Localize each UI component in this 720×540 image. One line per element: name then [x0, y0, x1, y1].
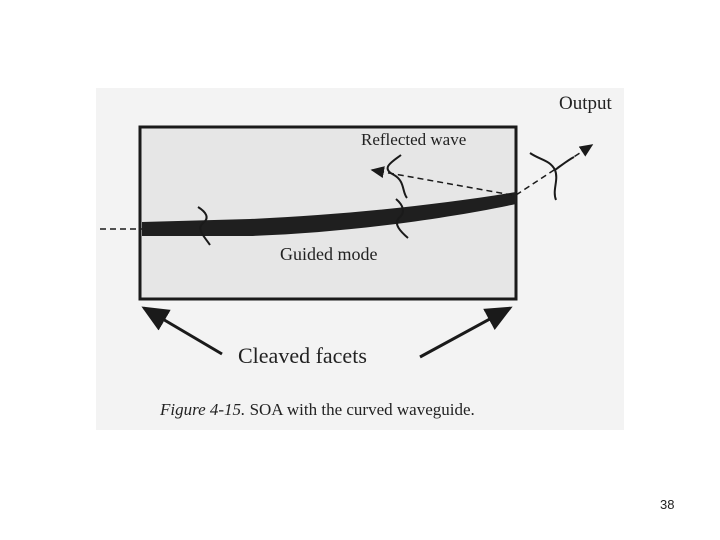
curved-waveguide: [142, 192, 516, 236]
figure-caption: Figure 4-15. SOA with the curved wavegui…: [160, 400, 475, 420]
figure-reference: Figure 4-15.: [160, 400, 246, 419]
output-label: Output: [559, 93, 612, 114]
guided-wave-packet-left: [197, 206, 211, 246]
cleaved-facet-arrow-left: [141, 306, 223, 356]
reflected-wave-label: Reflected wave: [361, 130, 467, 149]
guided-mode-label: Guided mode: [280, 244, 378, 264]
output-wave-packet: [529, 152, 575, 201]
cleaved-facet-arrow-right: [419, 306, 513, 359]
cleaved-facets-label: Cleaved facets: [238, 343, 367, 368]
reflected-wave-packet: [386, 154, 408, 199]
caption-text: SOA with the curved waveguide.: [249, 400, 475, 419]
reflected-wave-arrow: [370, 166, 513, 196]
page-number: 38: [660, 497, 675, 512]
guided-wave-packet-right: [395, 198, 409, 239]
